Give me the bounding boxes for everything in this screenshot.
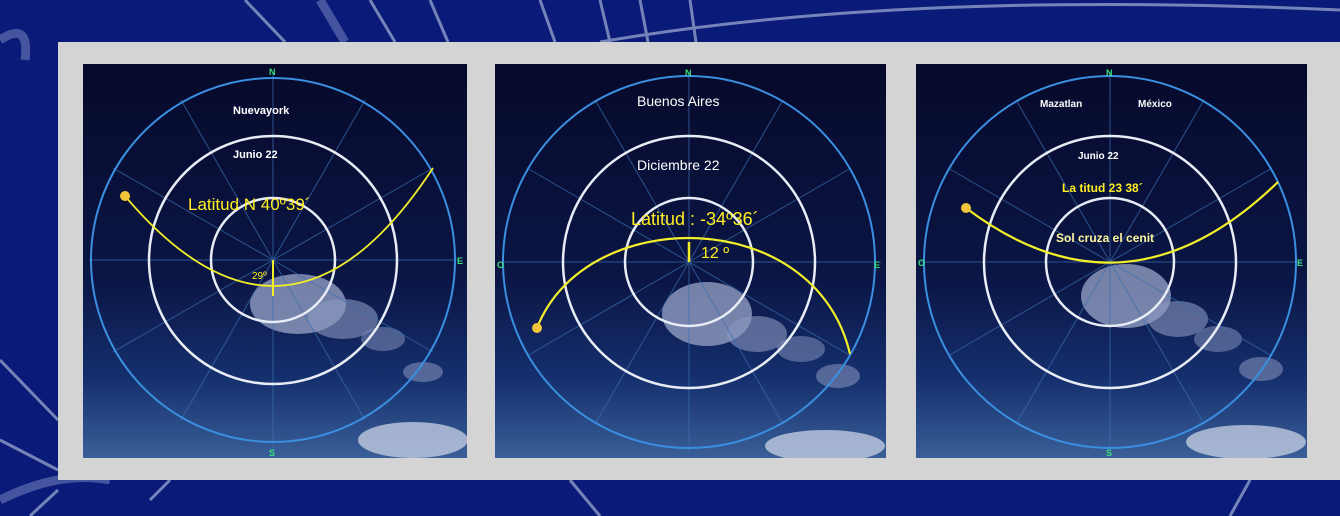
zenith-angle-label: 29º bbox=[252, 271, 267, 282]
latitude-label: Latitud : -34º36´ bbox=[631, 209, 759, 229]
west-label: O bbox=[918, 258, 926, 268]
east-label: E bbox=[874, 260, 881, 270]
south-label: S bbox=[269, 448, 276, 458]
latitude-label: La titud 23 38´ bbox=[1062, 181, 1143, 195]
city-label: Buenos Aires bbox=[637, 93, 720, 109]
sky-chart-graphics bbox=[499, 72, 885, 458]
north-label: N bbox=[269, 67, 276, 77]
north-label: N bbox=[1106, 68, 1113, 78]
date-label: Junio 22 bbox=[233, 149, 278, 161]
latitude-label: Latitud N 40º39´ bbox=[188, 195, 311, 214]
sky-chart-graphics bbox=[920, 72, 1306, 458]
country-label: México bbox=[1138, 99, 1172, 110]
sky-chart-buenos-aires: N O E Buenos Aires Diciembre 22 Latitud … bbox=[495, 64, 886, 458]
south-label: S bbox=[1106, 448, 1113, 458]
sky-chart-nuevayork: N E S Nuevayork Junio 22 Latitud N 40º39… bbox=[83, 64, 467, 458]
date-label: Junio 22 bbox=[1078, 151, 1119, 162]
city-label: Mazatlan bbox=[1040, 99, 1083, 110]
east-label: E bbox=[1297, 258, 1304, 268]
sky-chart-graphics bbox=[89, 72, 467, 458]
north-label: N bbox=[685, 68, 692, 78]
sky-chart-mazatlan: N O E S Mazatlan México Junio 22 La titu… bbox=[916, 64, 1307, 458]
east-label: E bbox=[457, 256, 464, 266]
city-label: Nuevayork bbox=[233, 105, 290, 117]
zenith-note-label: Sol cruza el cenit bbox=[1056, 231, 1155, 245]
zenith-angle-label: 12 º bbox=[701, 245, 730, 262]
west-label: O bbox=[497, 260, 505, 270]
date-label: Diciembre 22 bbox=[637, 157, 720, 173]
